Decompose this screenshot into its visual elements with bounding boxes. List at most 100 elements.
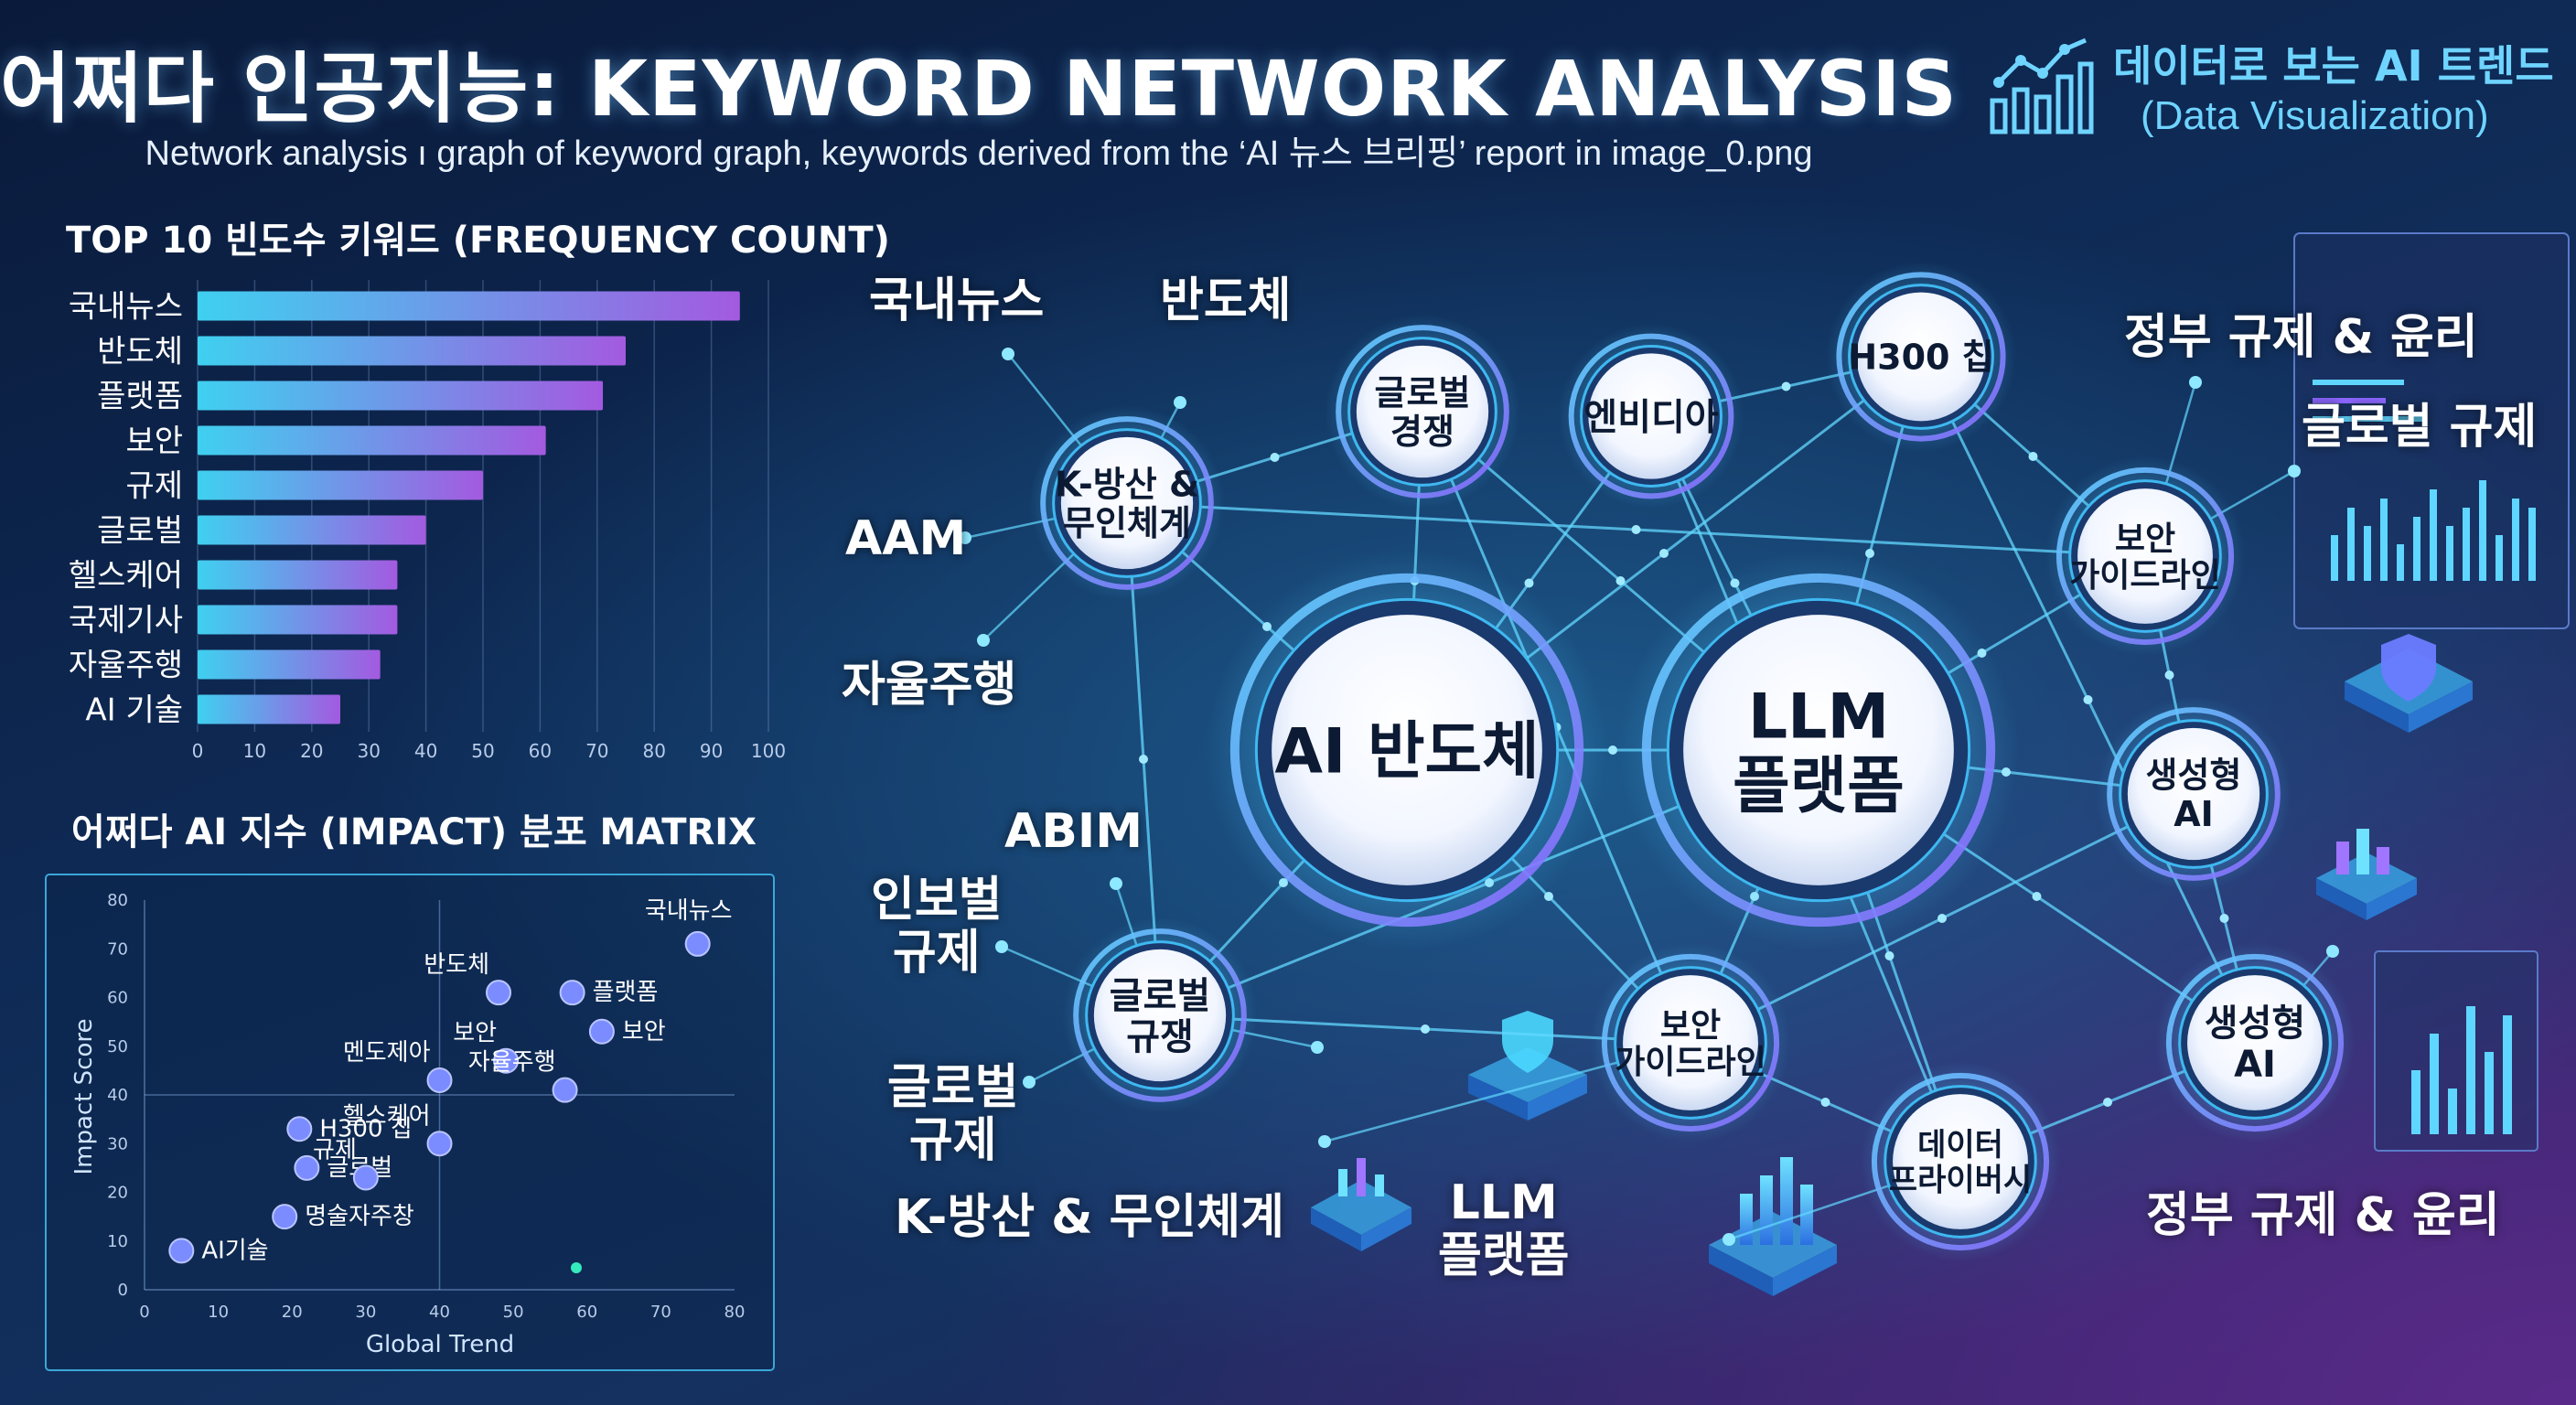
network-node-label: AI 반도체 — [1274, 715, 1539, 788]
bar-7 — [198, 560, 398, 590]
network-edge-dot — [1865, 549, 1874, 558]
bar-3 — [198, 381, 604, 411]
page-subtitle: Network analysis ı graph of keyword grap… — [145, 134, 1813, 173]
network-node-label: 글로벌 — [1110, 975, 1210, 1017]
bar-category-label: 플랫폼 — [97, 379, 183, 415]
brand-subtitle: (Data Visualization) — [2141, 93, 2489, 138]
bar-chart-title: TOP 10 빈도수 키워드 (FREQUENCY COUNT) — [66, 220, 890, 262]
network-node-nvidia[interactable]: 엔비디아 — [1558, 323, 1744, 509]
bar-10 — [198, 694, 340, 724]
network-edge-dot — [1820, 1098, 1830, 1107]
network-edge-dot — [1615, 576, 1626, 585]
scatter-point — [352, 1164, 379, 1191]
scatter-point — [588, 1018, 615, 1045]
scatter-y-tick-label: 70 — [107, 939, 128, 959]
network-edge-dot — [1631, 525, 1641, 534]
network-edge-dot — [1659, 549, 1669, 558]
bar-9 — [198, 649, 381, 680]
network-spoke-end — [959, 531, 971, 544]
network-spoke-end — [2189, 376, 2202, 389]
network-spoke-end — [1174, 396, 1186, 409]
decorative-dashboard-card — [2293, 232, 2570, 629]
scatter-chart-title: 어쩌다 AI 지수 (IMPACT) 분포 MATRIX — [71, 811, 757, 853]
bar-1 — [198, 291, 740, 321]
network-node-label: 프라이버시 — [1889, 1162, 2032, 1198]
scatter-point — [294, 1154, 320, 1181]
scatter-point-label: 명술자주창 — [305, 1203, 414, 1230]
scatter-x-tick-label: 30 — [355, 1303, 376, 1322]
network-node-ai-chip[interactable]: AI 반도체 — [1207, 550, 1607, 950]
scatter-point-label: 국내뉴스 — [645, 897, 733, 925]
network-spoke-end — [1002, 348, 1014, 360]
scatter-y-tick-label: 60 — [107, 989, 128, 1008]
network-node-label: 가이드라인 — [2069, 557, 2221, 595]
network-edge-dot — [1781, 381, 1791, 391]
page-title: 어쩌다 인공지능: KEYWORD NETWORK ANALYSIS — [0, 44, 1958, 134]
scatter-x-tick-label: 20 — [282, 1303, 303, 1322]
scatter-x-tick-label: 0 — [139, 1303, 149, 1322]
network-edge-dot — [1544, 892, 1553, 901]
free-label-autonomous: 자율주행 — [842, 658, 1017, 713]
network-node-label: K-방산 & — [1055, 464, 1199, 504]
decorative-bars-tile — [1311, 1158, 1411, 1251]
bar-x-tick-label: 50 — [471, 740, 494, 762]
scatter-point — [286, 1116, 313, 1142]
network-node-label: 글로벌 — [1375, 372, 1471, 413]
free-label-domestic-news: 국내뉴스 — [869, 273, 1045, 328]
free-label-semiconductor: 반도체 — [1160, 273, 1292, 328]
bar-2 — [198, 336, 626, 366]
bar-category-label: 자율주행 — [69, 648, 183, 684]
network-spoke-end — [977, 634, 990, 647]
network-edge-dot — [1937, 914, 1947, 923]
scatter-point-label: 플랫폼 — [593, 979, 659, 1006]
bar-category-label: 글로벌 — [97, 513, 183, 550]
network-node-label: 플랫폼 — [1733, 751, 1905, 823]
network-node-kdef[interactable]: K-방산 &무인체계 — [1029, 405, 1225, 601]
scatter-x-tick-label: 50 — [503, 1303, 524, 1322]
scatter-point — [684, 930, 711, 957]
bar-x-tick-label: 70 — [585, 740, 608, 762]
free-label-global-regulation-2: 글로벌 규제 — [2302, 400, 2538, 455]
scatter-y-tick-label: 40 — [107, 1086, 128, 1105]
decorative-growth-tile — [1709, 1157, 1837, 1296]
bar-x-tick-label: 80 — [642, 740, 665, 762]
scatter-point-label: 보안 — [453, 1020, 497, 1047]
network-edge-dot — [2083, 695, 2093, 704]
brand-title: 데이터로 보는 AI 트렌드 — [2113, 41, 2554, 91]
bar-x-tick-label: 20 — [300, 740, 323, 762]
network-node-h300[interactable]: H300 칩 — [1826, 262, 2016, 452]
brand-badge: 데이터로 보는 AI 트렌드 (Data Visualization) — [1985, 33, 2554, 152]
network-node-label: 규쟁 — [1126, 1016, 1194, 1058]
bar-category-label: 규제 — [125, 468, 183, 505]
scatter-x-tick-label: 70 — [650, 1303, 671, 1322]
network-spoke-end — [1318, 1135, 1331, 1148]
scatter-x-tick-label: 40 — [429, 1303, 450, 1322]
network-node-label: AI — [2174, 794, 2214, 834]
scatter-x-tick-label: 60 — [576, 1303, 597, 1322]
scatter-y-tick-label: 30 — [107, 1134, 128, 1153]
scatter-x-tick-label: 10 — [208, 1303, 229, 1322]
bar-x-tick-label: 10 — [243, 740, 266, 762]
scatter-point-label: H300 칩 — [319, 1115, 412, 1142]
bar-x-tick-label: 0 — [192, 740, 204, 762]
network-spoke-end — [1723, 1233, 1735, 1246]
network-edge-dot — [1608, 745, 1617, 755]
network-edge-dot — [1270, 453, 1280, 462]
free-label-aam: AAM — [845, 511, 967, 566]
network-edge-dot — [1421, 1024, 1430, 1034]
free-label-llm-platform: LLM 플랫폼 — [1438, 1175, 1570, 1284]
bar-x-tick-label: 90 — [700, 740, 723, 762]
free-label-abim: ABIM — [1004, 804, 1143, 859]
free-label-inbo-regulation: 인보벌 규제 — [871, 873, 1003, 981]
scatter-y-tick-label: 0 — [118, 1281, 128, 1300]
